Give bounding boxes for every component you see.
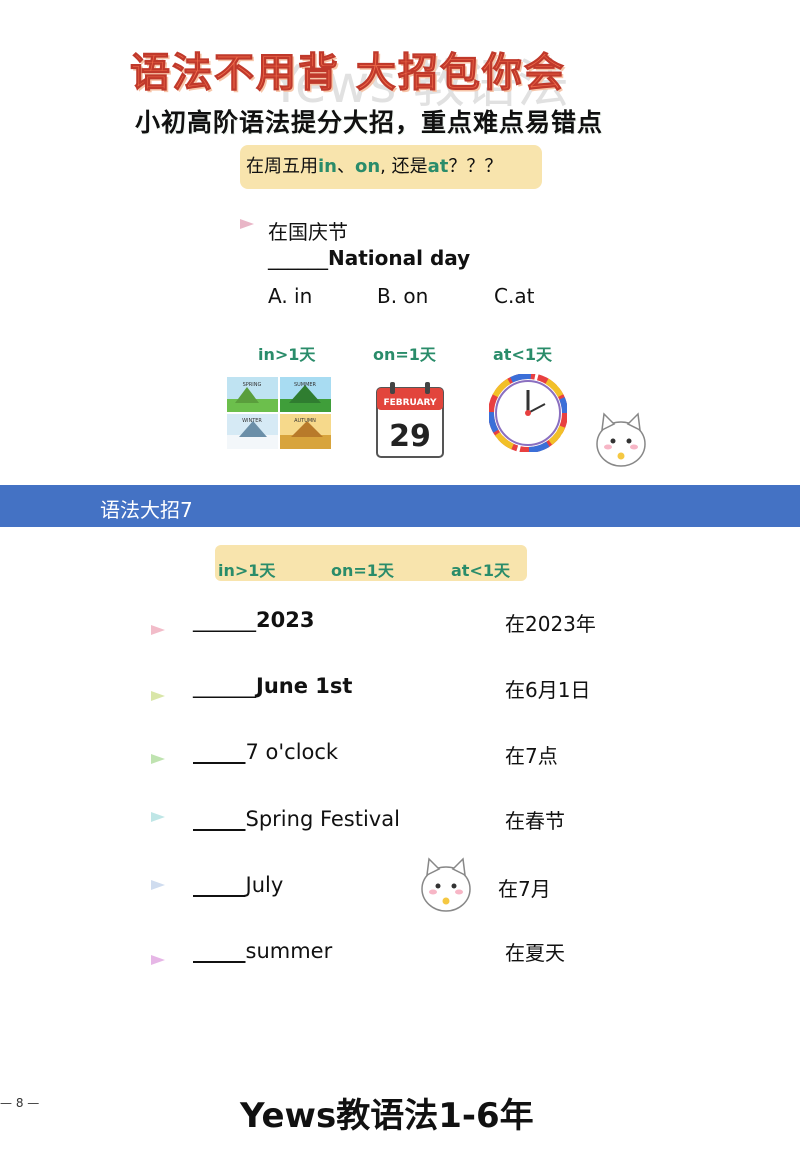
exercise-row: _____7 o'clock [193,740,338,764]
exercise-cn: 在夏天 [505,941,565,965]
exercise-cn: 在春节 [505,809,565,833]
bullet-arrow-icon [151,754,165,764]
legend-on: on=1天 [331,561,394,580]
keyword-on: on [354,156,381,177]
calendar-icon: FEBRUARY 29 [376,382,444,458]
clock-icon [489,374,567,452]
footer-title: Yews教语法1-6年 [240,1096,534,1136]
exercise-blank: ______ [193,608,256,632]
legend-box [215,545,527,581]
exercise-blank: _____ [193,740,246,764]
cat-sticker-icon [421,857,471,912]
exercise-cn: 在7点 [505,744,558,768]
exercise-row: ______2023 [193,608,314,632]
exercise-en: summer [245,939,333,963]
calendar-month: FEBRUARY [383,398,437,408]
example-line: ______National day [268,246,470,270]
seasons-picture: SPRING SUMMER WINTER AUTUMN [227,377,331,449]
exercise-cn: 在2023年 [505,612,596,636]
bullet-arrow-icon [151,955,165,965]
legend-at: at<1天 [451,561,510,580]
keyword-in: in [318,156,337,177]
keyword-at: at [427,156,449,177]
option-a: A. in [268,284,313,308]
exercise-en: 7 o'clock [245,740,339,764]
rule-at: at<1天 [493,345,552,364]
exercise-row: _____summer [193,939,332,963]
page-number: — 8 — [0,1096,40,1110]
exercise-row: _____Spring Festival [193,807,400,831]
option-c: C.at [494,284,535,308]
legend-in: in>1天 [218,561,276,580]
rule-on: on=1天 [373,345,436,364]
bullet-arrow-icon [151,625,165,635]
question-suffix: ？？？ [448,156,503,177]
section-title: 语法大招7 [100,498,193,522]
exercise-cn: 在7月 [498,877,551,901]
option-b: B. on [377,284,429,308]
example-en: National day [328,246,471,270]
exercise-row: ______June 1st [193,674,352,698]
bullet-arrow-icon [240,219,254,229]
section-banner [0,485,800,527]
exercise-blank: _____ [193,939,246,963]
page-title: 语法不用背 大招包你会 [130,50,566,97]
season-summer: SUMMER [294,382,317,388]
calendar-day: 29 [389,419,431,454]
exercise-blank: _____ [193,807,246,831]
season-spring: SPRING [243,382,262,388]
exercise-cn: 在6月1日 [505,678,591,702]
question-sep: , 还是 [380,156,428,177]
bullet-arrow-icon [151,691,165,701]
question-sep: 、 [336,156,355,177]
exercise-en: 2023 [256,608,315,632]
cat-sticker-icon [596,412,646,467]
exercise-row: _____July [193,873,283,897]
exercise-blank: _____ [193,873,246,897]
season-autumn: AUTUMN [294,418,316,424]
exercise-en: Spring Festival [245,807,400,831]
example-cn: 在国庆节 [268,220,348,244]
example-blank: ______ [268,246,328,270]
exercise-en: July [245,873,284,897]
question-prefix: 在周五用 [246,156,318,177]
season-winter: WINTER [242,418,262,424]
rule-in: in>1天 [258,345,316,364]
bullet-arrow-icon [151,812,165,822]
exercise-blank: ______ [193,674,256,698]
page-subtitle: 小初高阶语法提分大招，重点难点易错点 [135,108,604,137]
exercise-en: June 1st [256,674,353,698]
question-box: 在周五用in、on, 还是at？？？ [240,145,542,189]
bullet-arrow-icon [151,880,165,890]
watermark: Yews 教语法 [270,55,570,115]
